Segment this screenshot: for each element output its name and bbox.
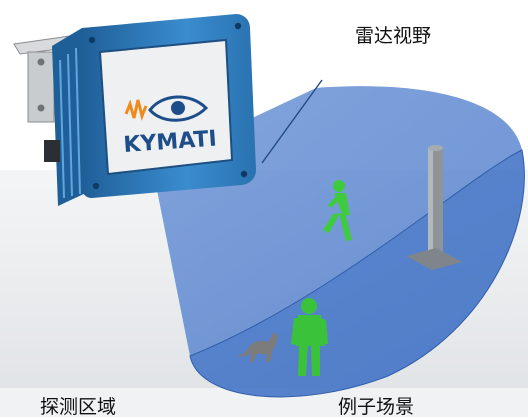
detection-zone-label: 探测区域: [40, 396, 117, 418]
eye-logo-icon: [148, 95, 209, 122]
person-standing-icon: [291, 298, 328, 376]
label-leader-line: [261, 79, 323, 164]
example-scene-label: 例子场景: [338, 396, 415, 418]
field-of-view-label: 雷达视野: [355, 25, 432, 47]
radar-device: KYMATI: [44, 14, 256, 206]
person-walking-icon: [323, 180, 352, 241]
pole-icon: [406, 145, 462, 270]
dog-icon: [238, 332, 278, 362]
